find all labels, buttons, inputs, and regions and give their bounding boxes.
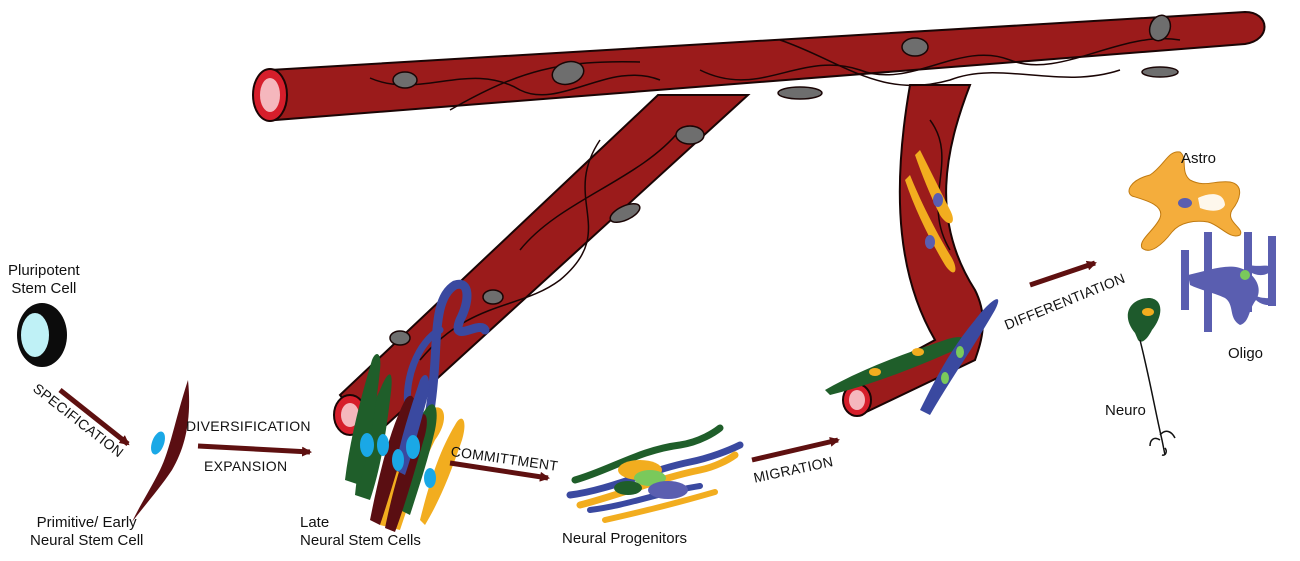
label-pluripotent-line1: Pluripotent (8, 262, 80, 279)
neural-progenitors-cluster (566, 424, 744, 523)
label-late-neural-stem-cells: Late Neural Stem Cells (300, 514, 421, 550)
oligodendrocyte (1181, 232, 1276, 332)
arrow-diversification (197, 443, 312, 457)
label-neural-progenitors: Neural Progenitors (562, 530, 688, 547)
label-primitive-line2: Neural Stem Cell (30, 532, 144, 549)
vessel-main (268, 10, 1266, 122)
label-late-line1: Late (300, 514, 330, 531)
label-pluripotent-stem-cell: Pluripotent Stem Cell (8, 262, 80, 298)
vessel-lumen-main (252, 68, 288, 122)
late-neural-stem-cells-cluster (345, 279, 490, 532)
label-pluripotent-line2: Stem Cell (11, 280, 77, 297)
label-astro: Astro (1181, 150, 1217, 167)
arrow-committment (449, 460, 550, 482)
progenitor-bodies (614, 460, 688, 499)
vessel-branch-right (850, 84, 984, 417)
migrating-cells (825, 150, 999, 415)
step-diversification: DIVERSIFICATION (186, 418, 311, 434)
label-primitive-line1: Primitive/ Early (36, 514, 137, 531)
primitive-neural-stem-cell (132, 380, 190, 522)
label-neuro: Neuro (1105, 402, 1146, 419)
endothelial-borders (369, 37, 1181, 361)
endothelial-nuclei (389, 14, 1179, 346)
label-primitive-neural-stem-cell: Primitive/ Early Neural Stem Cell (30, 514, 143, 550)
arrow-differentiation (1029, 260, 1097, 288)
blood-vessel-network (252, 10, 1266, 440)
label-oligo: Oligo (1228, 345, 1264, 362)
astrocyte (1128, 151, 1242, 251)
arrow-specification (58, 388, 130, 446)
vessel-branch-left (338, 94, 751, 440)
process-arrows (58, 260, 1097, 482)
neuron (1127, 298, 1176, 456)
arrow-migration (751, 436, 840, 463)
label-late-line2: Neural Stem Cells (300, 532, 421, 549)
step-expansion: EXPANSION (204, 458, 288, 474)
pluripotent-stem-cell (17, 303, 67, 367)
